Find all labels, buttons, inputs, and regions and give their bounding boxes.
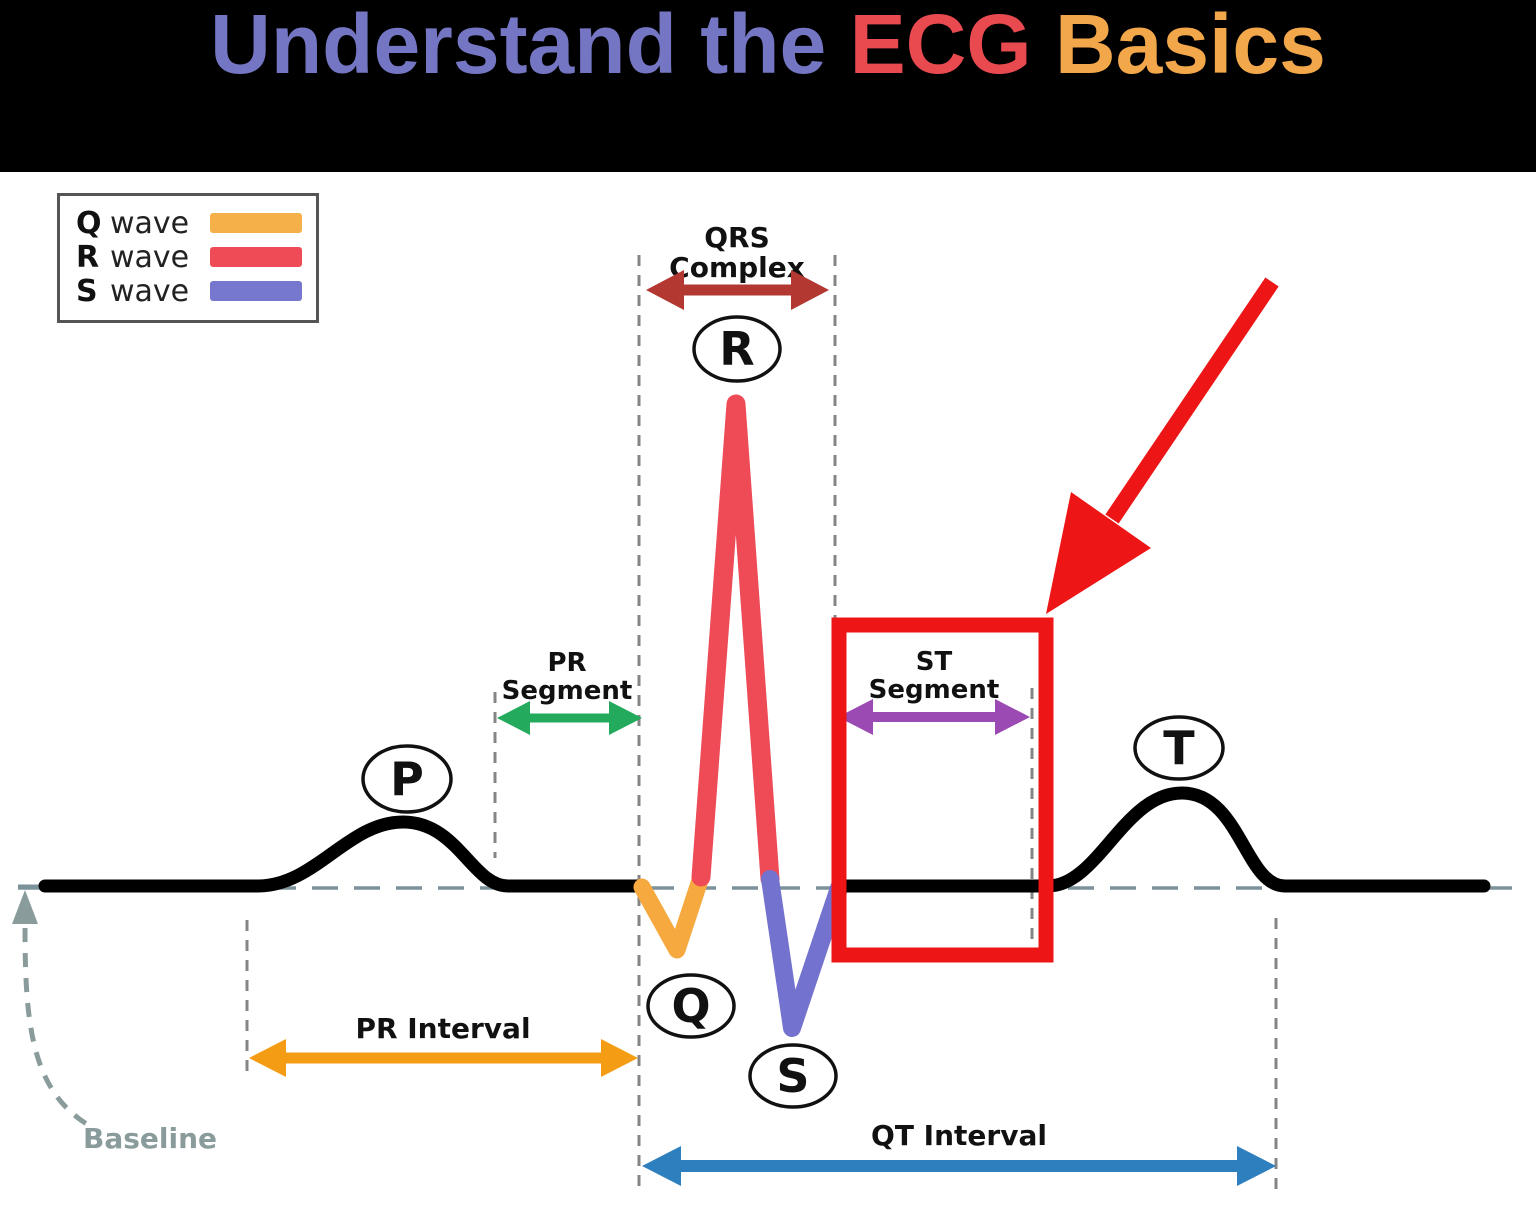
- st-highlight-box: [831, 617, 1054, 963]
- qt-interval-label: QT Interval: [871, 1119, 1047, 1152]
- baseline-up-arrow-icon: [12, 890, 38, 924]
- r-wave-circle: [692, 315, 782, 383]
- r-wave-color-swatch: [210, 247, 302, 267]
- ecg-trace-p-wave: [38, 815, 649, 893]
- legend-letter: S: [76, 273, 98, 309]
- qrs-complex-label-line2: Complex: [669, 251, 805, 284]
- legend-word: wave: [110, 205, 190, 241]
- legend-item-q-wave: Q wave: [76, 205, 302, 241]
- baseline-label: Baseline: [83, 1122, 217, 1155]
- s-wave-circle: [748, 1043, 838, 1109]
- p-wave-letter: P: [390, 752, 424, 806]
- red-pointer-arrow-line: [1105, 277, 1279, 524]
- wave-circles: [361, 315, 1225, 1109]
- legend-item-r-wave: R wave: [76, 239, 302, 275]
- legend-item-s-wave: S wave: [76, 273, 302, 309]
- t-wave-letter: T: [1163, 721, 1195, 775]
- legend-letter: Q: [76, 205, 102, 241]
- ecg-trace-r-wave: [691, 394, 780, 889]
- qrs-complex-label-line1: QRS: [704, 221, 770, 254]
- legend-word: wave: [110, 239, 190, 275]
- legend-word: wave: [110, 273, 190, 309]
- pr-segment-arrow-heads: [497, 701, 642, 735]
- red-pointer-arrow-head: [1046, 492, 1151, 614]
- s-wave-color-swatch: [210, 281, 302, 301]
- pr-segment-label-line1: PR: [547, 648, 586, 678]
- ecg-trace-s-wave: [761, 870, 848, 1037]
- qrs-arrow-heads: [646, 270, 829, 310]
- wave-circle-letters: P R Q S T: [390, 322, 1195, 1103]
- ecg-trace-q-wave: [633, 868, 710, 959]
- title-part-basics: Basics: [1031, 0, 1326, 91]
- st-segment-label-line2: Segment: [869, 675, 1000, 705]
- q-wave-circle: [646, 973, 736, 1039]
- title-part-ecg: ECG: [849, 0, 1032, 91]
- t-wave-circle: [1133, 715, 1225, 781]
- p-wave-circle: [361, 744, 453, 814]
- r-wave-letter: R: [719, 322, 754, 376]
- pr-interval-label: PR Interval: [355, 1012, 530, 1045]
- title-bar: Understand the ECG Basics: [0, 0, 1536, 172]
- s-wave-letter: S: [776, 1049, 809, 1103]
- pr-segment-label-line2: Segment: [502, 676, 633, 706]
- title-part-understand: Understand the: [210, 0, 850, 91]
- q-wave-color-swatch: [210, 213, 302, 233]
- st-segment-label-line1: ST: [916, 647, 953, 677]
- legend: Q wave R wave S wave: [57, 193, 319, 323]
- ecg-trace-t-wave: [834, 786, 1491, 893]
- page-title: Understand the ECG Basics: [0, 0, 1536, 94]
- legend-letter: R: [76, 239, 100, 275]
- baseline-pointer-curve: [22, 927, 92, 1129]
- q-wave-letter: Q: [671, 979, 710, 1033]
